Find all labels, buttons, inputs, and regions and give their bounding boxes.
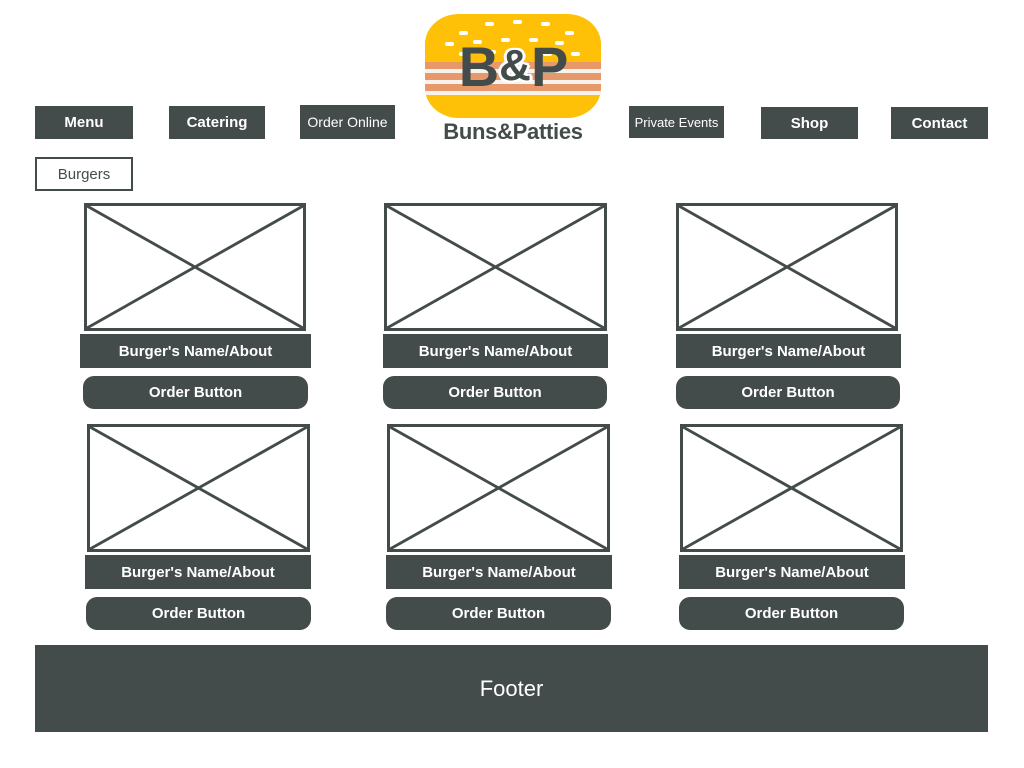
nav-item-shop[interactable]: Shop	[761, 107, 858, 139]
image-placeholder[interactable]	[387, 424, 610, 552]
order-button[interactable]: Order Button	[83, 376, 308, 409]
nav-item-menu[interactable]: Menu	[35, 106, 133, 139]
product-caption: Burger's Name/About	[85, 555, 311, 589]
order-button[interactable]: Order Button	[679, 597, 904, 630]
nav-item-contact[interactable]: Contact	[891, 107, 988, 139]
order-button[interactable]: Order Button	[86, 597, 311, 630]
image-placeholder[interactable]	[87, 424, 310, 552]
site-logo[interactable]: B & P Buns&Patties	[425, 14, 601, 144]
image-placeholder[interactable]	[676, 203, 898, 331]
product-caption: Burger's Name/About	[386, 555, 612, 589]
subnav-item-burgers[interactable]: Burgers	[35, 157, 133, 191]
page-footer: Footer	[35, 645, 988, 732]
product-caption: Burger's Name/About	[679, 555, 905, 589]
product-caption: Burger's Name/About	[383, 334, 608, 368]
image-placeholder[interactable]	[680, 424, 903, 552]
order-button[interactable]: Order Button	[383, 376, 607, 409]
burger-bun-shape-icon	[425, 14, 601, 118]
order-button[interactable]: Order Button	[386, 597, 611, 630]
logo-wordmark: Buns&Patties	[443, 119, 583, 144]
logo-monogram: B & P	[425, 14, 601, 118]
image-placeholder[interactable]	[84, 203, 306, 331]
image-placeholder[interactable]	[384, 203, 607, 331]
nav-item-private-events[interactable]: Private Events	[629, 106, 724, 138]
product-caption: Burger's Name/About	[80, 334, 311, 368]
order-button[interactable]: Order Button	[676, 376, 900, 409]
product-caption: Burger's Name/About	[676, 334, 901, 368]
logo-letter-p: P	[530, 34, 568, 98]
logo-letter-b: B	[458, 34, 499, 98]
nav-item-catering[interactable]: Catering	[169, 106, 265, 139]
logo-ampersand: &	[499, 41, 531, 90]
nav-item-order-online[interactable]: Order Online	[300, 105, 395, 139]
